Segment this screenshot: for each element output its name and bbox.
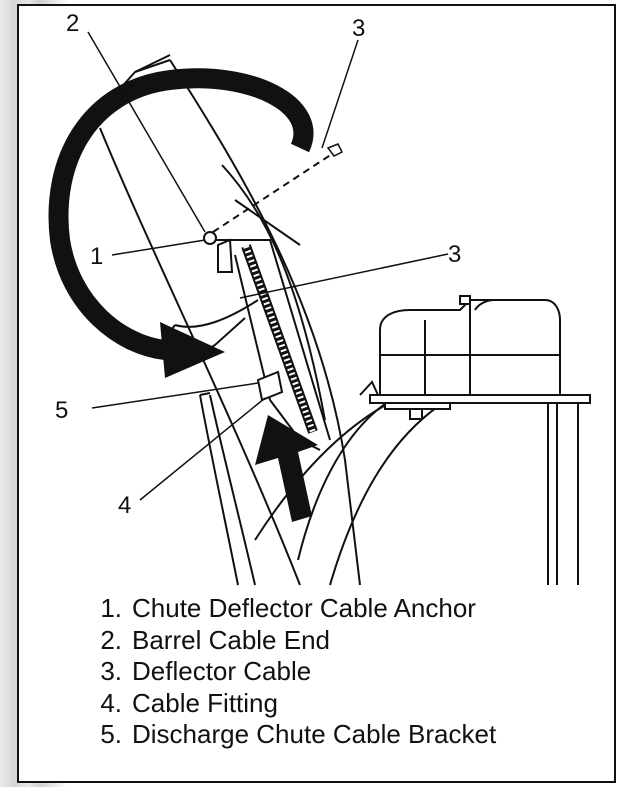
callout-2-top: 2: [66, 10, 79, 37]
legend-item: 3. Deflector Cable: [92, 656, 496, 688]
legend-label: Cable Fitting: [132, 687, 278, 718]
legend-number: 5.: [100, 719, 122, 749]
legend-number: 1.: [100, 593, 122, 623]
callout-4: 4: [118, 492, 131, 519]
push-arrow: [255, 415, 318, 522]
legend-label: Deflector Cable: [132, 656, 312, 686]
legend-label: Discharge Chute Cable Bracket: [132, 719, 497, 749]
leader-lines: [87, 31, 449, 501]
legend-label: Chute Deflector Cable Anchor: [132, 593, 476, 623]
rotation-arrow: [48, 68, 314, 378]
legend-item: 1. Chute Deflector Cable Anchor: [92, 593, 496, 625]
legend-number: 4.: [100, 687, 122, 718]
callout-5: 5: [55, 397, 68, 424]
chute-rails: [199, 389, 441, 586]
legend-number: 3.: [100, 656, 122, 686]
legend-number: 2.: [100, 624, 122, 655]
legend-item: 4. Cable Fitting: [92, 688, 496, 720]
parts-legend: 1. Chute Deflector Cable Anchor 2. Barrel …: [92, 593, 496, 751]
callout-1: 1: [90, 243, 103, 270]
callout-3-top: 3: [352, 15, 365, 42]
deflector-cable-spring: [203, 231, 331, 451]
callout-3-mid: 3: [448, 241, 461, 268]
legend-item: 5. Discharge Chute Cable Bracket: [92, 719, 496, 751]
legend-item: 2. Barrel Cable End: [92, 625, 496, 657]
deflector-cable-dashed: [212, 151, 336, 233]
motor-housing: [359, 295, 591, 585]
cable-end-marker: [326, 143, 344, 157]
legend-label: Barrel Cable End: [132, 624, 330, 655]
